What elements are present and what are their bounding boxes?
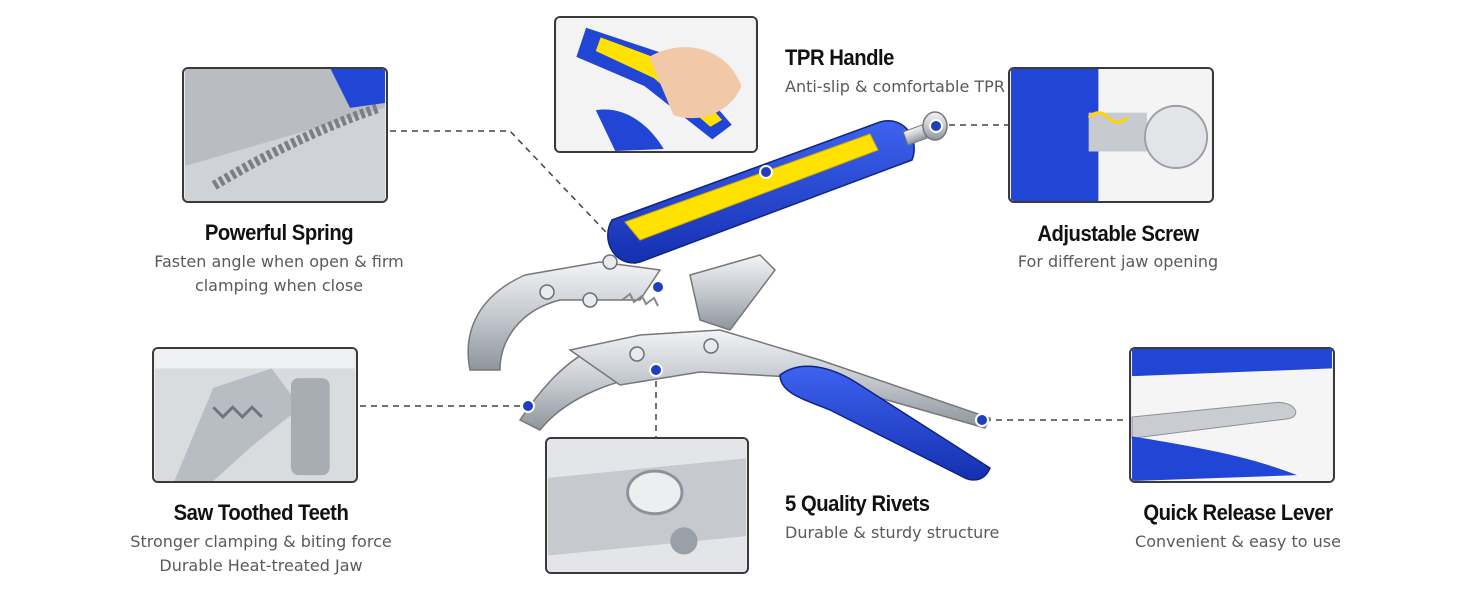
tpr-handle-title: TPR Handle — [785, 45, 894, 70]
saw-teeth-closeup-image — [155, 349, 355, 481]
thumbnail-powerful-spring — [182, 67, 388, 203]
powerful-spring-desc-line2: clamping when close — [194, 276, 364, 295]
thumbnail-saw-teeth — [152, 347, 358, 483]
adjustable-screw-desc: For different jaw opening — [1017, 252, 1219, 271]
rivets — [539, 254, 719, 362]
adjustable-screw-title: Adjustable Screw — [1037, 221, 1199, 246]
quick-release-desc: Convenient & easy to use — [1135, 532, 1341, 551]
lower-blue-grip — [779, 365, 991, 481]
quality-rivets-desc: Durable & sturdy structure — [785, 523, 1000, 542]
callout-dots — [521, 119, 989, 427]
quality-rivets-title: 5 Quality Rivets — [785, 491, 930, 516]
leader-lines — [360, 124, 1128, 438]
yellow-grip-stripe — [624, 133, 879, 241]
upper-jaw — [467, 261, 662, 371]
release-lever — [689, 254, 776, 331]
release-lever-closeup-image — [1131, 349, 1332, 481]
thumbnail-quick-release — [1129, 347, 1335, 483]
saw-teeth-title: Saw Toothed Teeth — [173, 500, 349, 525]
quick-release-title: Quick Release Lever — [1143, 500, 1333, 525]
adjustable-screw-closeup-image — [1011, 69, 1211, 201]
hand-gripping-handle-image — [556, 18, 756, 151]
saw-teeth-desc-line2: Durable Heat-treated Jaw — [159, 556, 363, 575]
powerful-spring-desc-line1: Fasten angle when open & firm — [154, 252, 404, 271]
tpr-handle-desc: Anti-slip & comfortable TPR — [785, 77, 1005, 96]
thumbnail-adjustable-screw — [1008, 67, 1214, 203]
rivet-closeup-image — [547, 439, 747, 572]
thumbnail-quality-rivets — [545, 437, 749, 574]
spring — [621, 292, 659, 307]
saw-teeth-desc-line1: Stronger clamping & biting force — [130, 532, 392, 551]
powerful-spring-title: Powerful Spring — [204, 220, 354, 245]
thumbnail-tpr-handle — [554, 16, 758, 153]
leader-spring — [390, 130, 659, 288]
spring-closeup-image — [185, 69, 385, 201]
